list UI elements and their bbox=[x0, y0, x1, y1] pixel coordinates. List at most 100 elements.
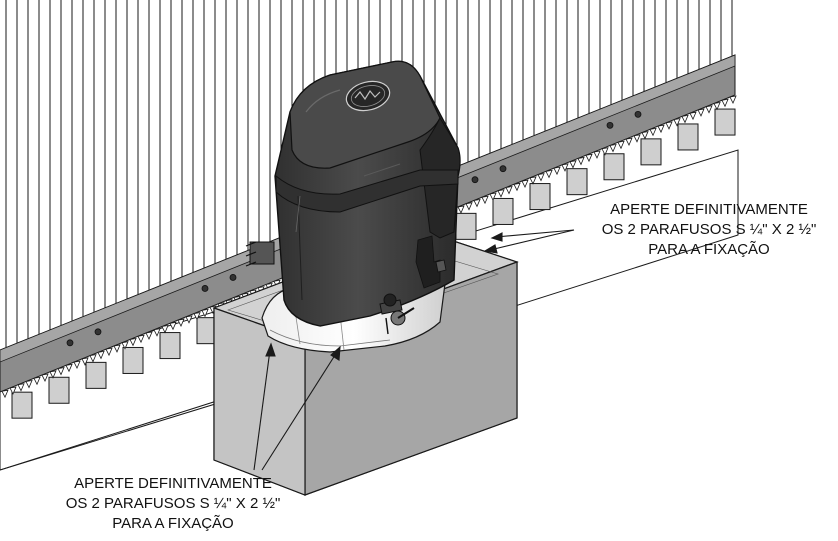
gate-band-opening bbox=[529, 183, 551, 211]
rack-tooth bbox=[617, 140, 625, 150]
rack-screw bbox=[201, 285, 209, 292]
callout-arrows bbox=[253, 229, 575, 471]
rack-tooth bbox=[489, 192, 497, 201]
rack-tooth bbox=[497, 189, 505, 198]
rack-tooth bbox=[177, 318, 185, 328]
gate-band-opening bbox=[85, 361, 107, 389]
rack-tooth bbox=[577, 156, 585, 166]
rack-tooth bbox=[537, 173, 545, 182]
rack-tooth bbox=[505, 186, 513, 195]
arrowhead-bottom-right bbox=[330, 345, 341, 361]
rack-tooth bbox=[545, 169, 553, 179]
rack-tooth bbox=[137, 334, 145, 344]
left-connector-plug bbox=[245, 241, 275, 267]
rack-screw bbox=[634, 110, 642, 118]
rack-tooth bbox=[17, 383, 25, 392]
arrow-bottom-left bbox=[253, 349, 271, 471]
rack-tooth bbox=[481, 195, 489, 205]
arrow-bottom-right bbox=[261, 351, 338, 471]
gate-band-opening bbox=[455, 212, 477, 240]
callout-bottom-line3: PARA A FIXAÇÃO bbox=[112, 515, 234, 532]
rack-tooth bbox=[65, 363, 73, 373]
rack-tooth bbox=[601, 147, 609, 156]
rack-tooth bbox=[465, 202, 473, 211]
rack-tooth bbox=[9, 386, 17, 395]
rack-tooth bbox=[185, 315, 193, 324]
rack-tooth bbox=[193, 312, 201, 321]
gate-band-opening bbox=[640, 138, 662, 166]
rack-screw bbox=[94, 328, 102, 336]
gate-band-opening bbox=[566, 168, 588, 196]
rack-screw bbox=[66, 339, 74, 347]
callout-right-text: APERTE DEFINITIVAMENTE OS 2 PARAFUSOS S … bbox=[576, 200, 838, 260]
rack-tooth bbox=[457, 205, 465, 214]
gate-band-opening bbox=[122, 346, 144, 374]
rack-screw bbox=[229, 274, 237, 281]
rack-tooth bbox=[513, 182, 521, 192]
arrowhead-right-upper bbox=[490, 232, 503, 242]
arrowhead-right-lower bbox=[483, 244, 498, 254]
rack-screw bbox=[471, 176, 479, 184]
rack-tooth bbox=[673, 118, 681, 127]
rack-tooth bbox=[105, 347, 113, 357]
callout-right-line2: OS 2 PARAFUSOS S ¼" X 2 ½" bbox=[601, 221, 817, 238]
rack-tooth bbox=[33, 376, 41, 386]
rack-screw bbox=[499, 165, 507, 173]
rack-tooth bbox=[49, 370, 57, 379]
rack-tooth bbox=[721, 98, 729, 108]
rack-tooth bbox=[169, 321, 177, 331]
rack-tooth bbox=[697, 108, 705, 117]
gate-band-opening bbox=[603, 153, 625, 181]
rack-tooth bbox=[89, 354, 97, 363]
rack-tooth bbox=[625, 137, 633, 146]
gate-band-opening bbox=[48, 376, 70, 404]
arrow-right-upper bbox=[495, 229, 575, 238]
gate-band-opening bbox=[492, 197, 514, 225]
rack-tooth bbox=[153, 328, 161, 337]
gate-band-opening bbox=[11, 391, 33, 419]
rack-tooth bbox=[609, 143, 617, 153]
rack-tooth bbox=[665, 121, 673, 130]
rack-tooth bbox=[657, 124, 665, 134]
rack-tooth bbox=[121, 341, 129, 350]
rack-screw bbox=[606, 121, 614, 129]
rack-tooth bbox=[145, 331, 153, 340]
rack-tooth bbox=[73, 360, 81, 370]
rack-tooth bbox=[97, 350, 105, 360]
gate-band-opening bbox=[677, 123, 699, 151]
rack-tooth bbox=[473, 198, 481, 208]
callout-right-line3: PARA A FIXAÇÃO bbox=[648, 241, 770, 258]
rack-tooth bbox=[529, 176, 537, 185]
rack-tooth bbox=[713, 101, 721, 111]
arrowhead-bottom-left bbox=[265, 342, 276, 357]
rack-tooth bbox=[585, 153, 593, 163]
rack-tooth bbox=[561, 163, 569, 172]
callout-bottom-text: APERTE DEFINITIVAMENTE OS 2 PARAFUSOS S … bbox=[40, 474, 306, 534]
rack-tooth bbox=[649, 127, 657, 137]
gate-band-opening bbox=[714, 108, 736, 136]
rack-tooth bbox=[57, 367, 65, 376]
rack-tooth bbox=[729, 95, 737, 104]
rack-tooth bbox=[633, 134, 641, 143]
rack-tooth bbox=[1, 389, 9, 399]
gate-band-opening bbox=[159, 332, 181, 360]
rack-tooth bbox=[129, 337, 137, 347]
rack-tooth bbox=[25, 379, 33, 389]
rack-tooth bbox=[689, 111, 697, 121]
right-base-bolts bbox=[435, 259, 447, 273]
rack-tooth bbox=[553, 166, 561, 176]
manual-release-lever bbox=[379, 293, 415, 335]
rack-tooth bbox=[705, 105, 713, 114]
rack-tooth bbox=[569, 160, 577, 169]
arrow-right-lower bbox=[489, 229, 575, 251]
callout-right-line1: APERTE DEFINITIVAMENTE bbox=[610, 201, 808, 218]
rack-tooth bbox=[113, 344, 121, 353]
rack-tooth bbox=[81, 357, 89, 366]
rack-tooth bbox=[521, 179, 529, 189]
rack-tooth bbox=[161, 325, 169, 334]
motor-logo-emblem bbox=[345, 80, 391, 112]
rack-tooth bbox=[681, 114, 689, 124]
rack-tooth bbox=[641, 131, 649, 140]
callout-bottom-line1: APERTE DEFINITIVAMENTE bbox=[74, 475, 272, 492]
